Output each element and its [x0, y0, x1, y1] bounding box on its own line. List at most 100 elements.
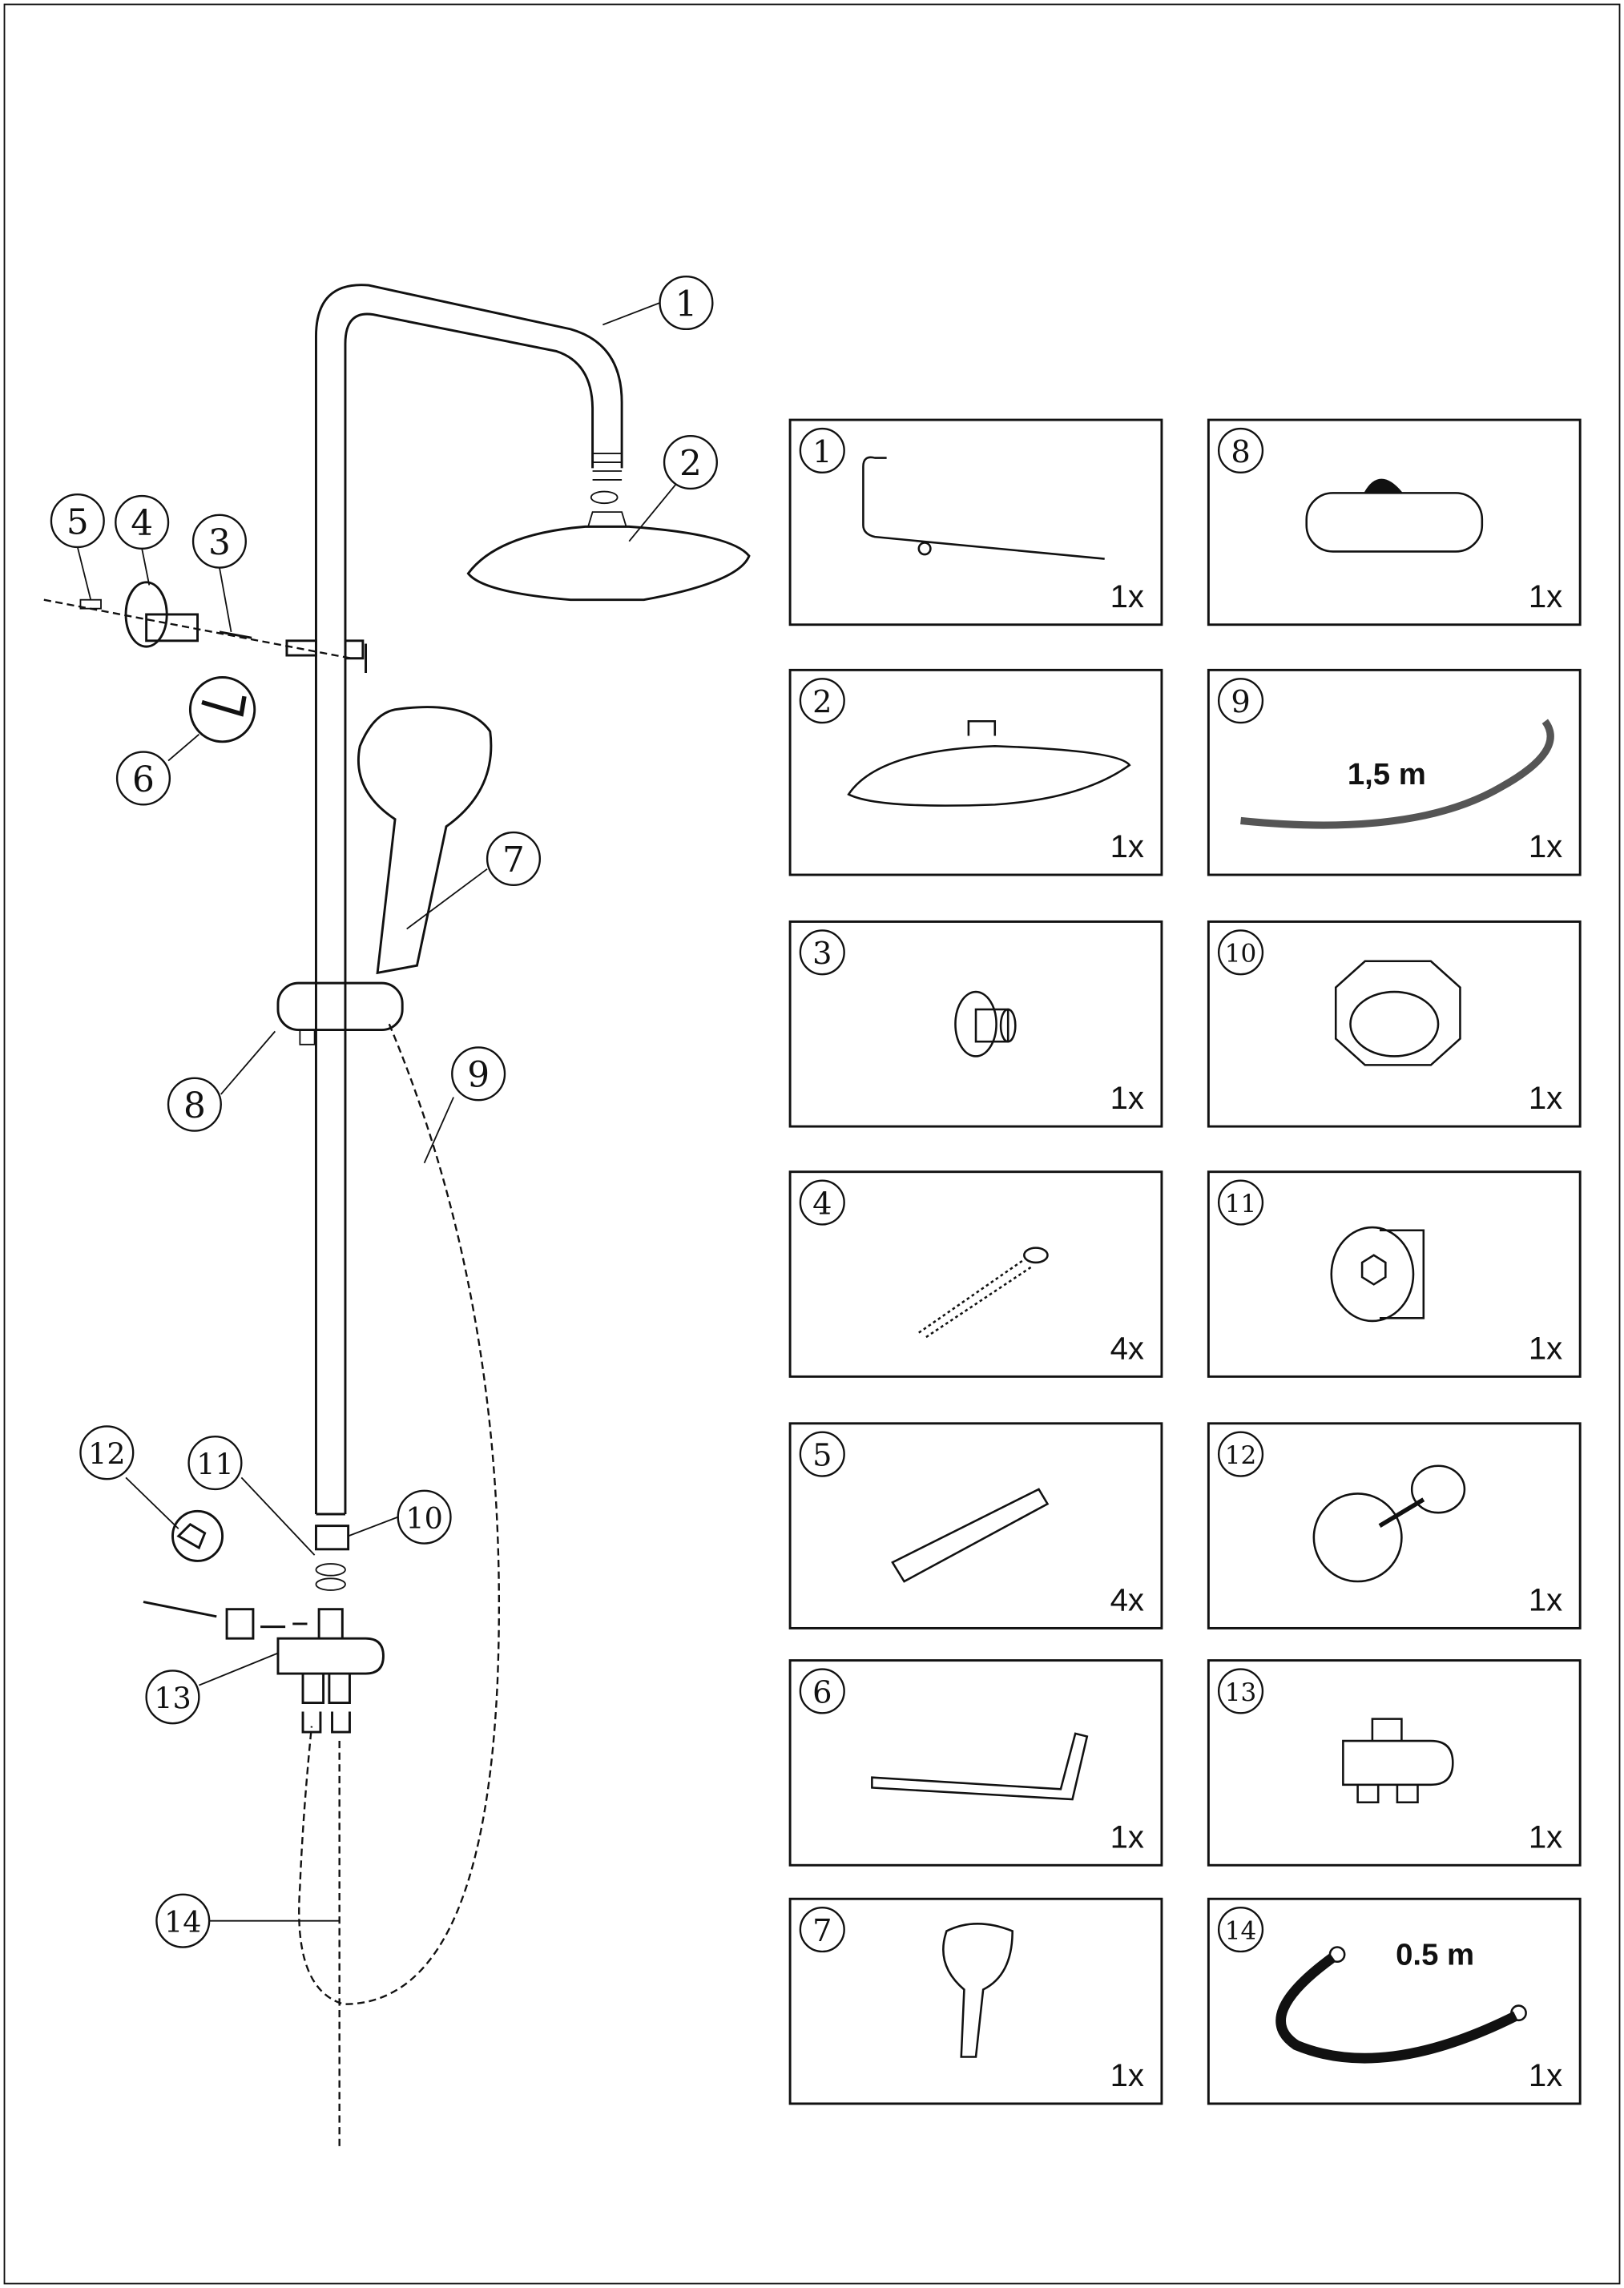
callout-number: 6: [812, 1674, 832, 1710]
callout-circle: [799, 929, 845, 976]
part-quantity: 1x: [1529, 1330, 1562, 1366]
callout-circle: [1217, 1907, 1264, 1953]
callout-circle: [50, 493, 105, 549]
callout-number: 12: [1225, 1441, 1257, 1470]
callout-circle: [1217, 929, 1264, 976]
callout-circle: [799, 427, 845, 474]
part-box-7: 7 1x: [788, 1897, 1163, 2105]
part-box-2: 2 1x: [788, 668, 1163, 876]
callout-number: 2: [812, 684, 832, 720]
callout-5: 5: [50, 493, 105, 549]
callout-circle: [115, 494, 170, 550]
adapter-icon: [1330, 1226, 1425, 1323]
part-box-frame: [1207, 920, 1582, 1128]
part-box-frame: [788, 1170, 1163, 1378]
part-quantity: 1x: [1110, 828, 1144, 864]
hose-icon: [1240, 719, 1554, 829]
callout-number: 7: [812, 1913, 832, 1949]
callout-circle: [659, 275, 714, 331]
part-number: 12: [1217, 1431, 1264, 1477]
hose-line: [298, 1023, 501, 2005]
page-frame: [3, 3, 1621, 2285]
callout-12: 12: [79, 1425, 135, 1480]
callout-number: 14: [164, 1905, 201, 1940]
part-box-4: 4 4x: [788, 1170, 1163, 1378]
part-number: 1: [799, 427, 845, 474]
nut-icon: [1334, 960, 1461, 1066]
wall-plug-icon: [891, 1488, 1050, 1583]
hand-shower-drawing: [357, 706, 493, 975]
part-box-frame: [788, 1422, 1163, 1629]
callout-11: 11: [187, 1436, 243, 1491]
callout-number: 4: [131, 503, 153, 544]
callout-number: 3: [812, 936, 832, 972]
leader-lines: [76, 302, 677, 1922]
slider-icon: [1305, 478, 1484, 553]
callout-9: 9: [451, 1046, 506, 1102]
callout-13: 13: [145, 1670, 200, 1725]
part-box-6: 61x: [788, 1659, 1163, 1867]
part-box-9: 9 1x 1,5 m: [1207, 668, 1582, 876]
callout-circle: [115, 751, 171, 806]
callout-number: 8: [183, 1086, 206, 1126]
part-number: 4: [799, 1179, 845, 1226]
part-box-11: 11 1x: [1207, 1170, 1582, 1378]
callout-6: 6: [115, 751, 171, 806]
part-quantity: 1x: [1110, 2057, 1144, 2093]
part-number: 11: [1217, 1179, 1264, 1226]
part-quantity: 1x: [1529, 828, 1562, 864]
callout-circle: [451, 1046, 506, 1102]
hose-length-label: 1,5 m: [1348, 757, 1426, 792]
part-quantity: 1x: [1529, 1080, 1562, 1116]
callout-10: 10: [397, 1489, 452, 1545]
part-box-frame: [788, 668, 1163, 876]
part-quantity: 1x: [1529, 1819, 1562, 1855]
callout-circle: [799, 678, 845, 724]
part-number: 13: [1217, 1668, 1264, 1714]
washer: [590, 490, 619, 505]
diverter-icon: [1342, 1718, 1454, 1804]
callout-number: 5: [812, 1437, 832, 1473]
part-number: 9: [1217, 678, 1264, 724]
screw-icon: [918, 1247, 1049, 1339]
callout-number: 10: [1225, 940, 1257, 969]
callout-circle: [187, 1436, 243, 1491]
part-number: 14: [1217, 1907, 1264, 1953]
callout-number: 14: [1225, 1916, 1257, 1945]
callout-circle: [167, 1077, 222, 1132]
callout-number: 7: [502, 840, 525, 880]
callout-circle: [799, 1668, 845, 1714]
part-box-13: 13 1x: [1207, 1659, 1582, 1867]
overhead-arm-icon: [862, 456, 1105, 560]
part-box-frame: [788, 1659, 1163, 1867]
part-box-3: 31x: [788, 920, 1163, 1128]
part-box-frame: [788, 1897, 1163, 2105]
callout-number: 13: [154, 1682, 191, 1716]
part-number: 6: [799, 1668, 845, 1714]
callout-number: 10: [405, 1501, 442, 1536]
callout-number: 2: [679, 443, 702, 484]
part-box-10: 10 1x: [1207, 920, 1582, 1128]
callout-number: 1: [812, 434, 832, 470]
part-box-frame: [1207, 418, 1582, 626]
part-quantity: 1x: [1110, 578, 1144, 614]
thread: [592, 453, 623, 481]
callout-2: 2: [663, 434, 718, 490]
callout-number: 9: [1231, 684, 1250, 720]
callout-number: 12: [88, 1437, 125, 1472]
part-quantity: 4x: [1110, 1330, 1144, 1366]
hex-key-icon: [871, 1732, 1089, 1801]
connection-hose-icon: [1275, 1946, 1527, 2064]
wall-bracket-icon: [954, 990, 1017, 1057]
callout-circle: [79, 1425, 135, 1480]
callout-circle: [1217, 678, 1264, 724]
callout-circle: [191, 514, 247, 569]
callout-3: 3: [191, 514, 247, 569]
part-number: 5: [799, 1431, 845, 1477]
callout-circle: [397, 1489, 452, 1545]
part-box-8: 81x: [1207, 418, 1582, 626]
callout-number: 3: [208, 522, 231, 563]
